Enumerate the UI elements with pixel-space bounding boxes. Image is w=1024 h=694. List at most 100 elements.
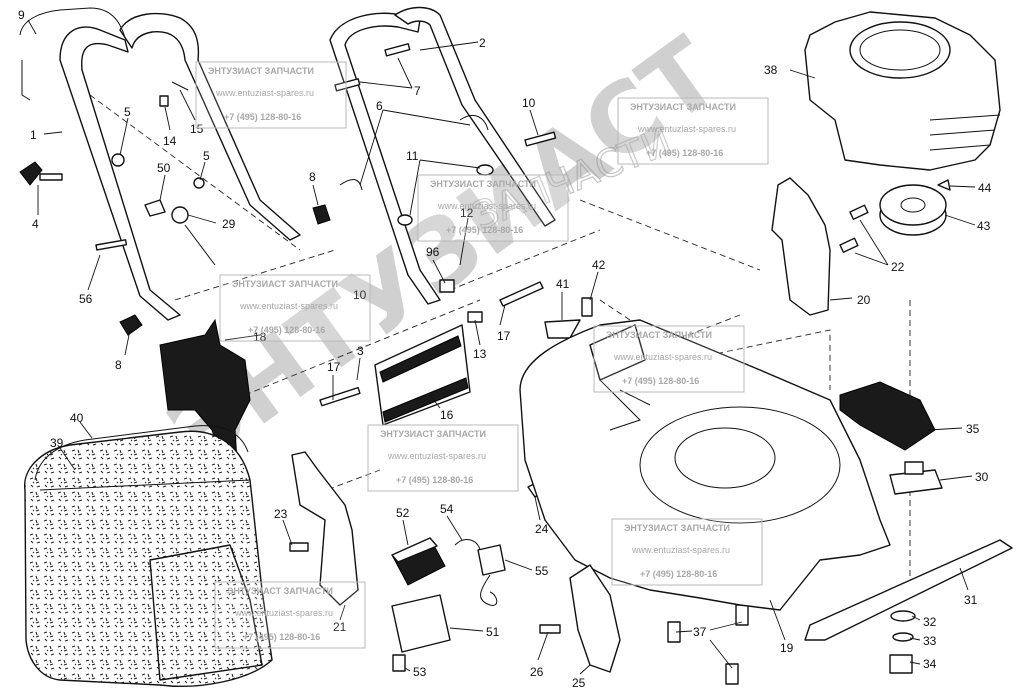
- watermark-phone: +7 (495) 128-80-16: [224, 112, 301, 122]
- watermark-phone: +7 (495) 128-80-16: [446, 225, 523, 235]
- callout-14: 14: [163, 134, 177, 148]
- callout-33: 33: [923, 634, 937, 648]
- callout-23: 23: [274, 507, 288, 521]
- callout-10: 10: [522, 96, 536, 110]
- watermark-stamp: ЭНТУЗИАСТ ЗАПЧАСТИ www.entuziast-spares.…: [367, 424, 519, 492]
- callout-24: 24: [535, 522, 549, 536]
- watermark-phone: +7 (495) 128-80-16: [248, 325, 325, 335]
- callout-7: 7: [414, 84, 421, 98]
- callout-54: 54: [440, 502, 454, 516]
- callout-51: 51: [486, 625, 500, 639]
- watermark-name: ЭНТУЗИАСТ ЗАПЧАСТИ: [430, 179, 536, 189]
- mulch-plug: [569, 564, 621, 673]
- callout-56: 56: [79, 292, 93, 306]
- watermark-stamp: ЭНТУЗИАСТ ЗАПЧАСТИ www.entuziast-spares.…: [617, 97, 769, 165]
- callout-53: 53: [413, 665, 427, 679]
- blade-adapter-shroud: [839, 381, 936, 451]
- watermark-stamp: ЭНТУЗИАСТ ЗАПЧАСТИ www.entuziast-spares.…: [417, 174, 569, 242]
- callout-11: 11: [406, 149, 419, 163]
- callout-39: 39: [50, 436, 64, 450]
- callout-40: 40: [70, 411, 84, 425]
- callout-15: 15: [190, 122, 204, 136]
- callout-17b: 17: [327, 360, 341, 374]
- lower-handle: [19, 7, 301, 321]
- engine: [804, 11, 1001, 171]
- callout-50: 50: [157, 161, 171, 175]
- callout-38: 38: [764, 63, 778, 77]
- callout-3: 3: [357, 344, 364, 358]
- watermark-name: ЭНТУЗИАСТ ЗАПЧАСТИ: [630, 102, 736, 112]
- watermark-stamp: ЭНТУЗИАСТ ЗАПЧАСТИ www.entuziast-spares.…: [214, 581, 366, 649]
- rear-door: [374, 324, 471, 426]
- watermark-url: www.entuziast-spares.ru: [215, 88, 314, 98]
- leader-lines: [27, 19, 976, 675]
- callout-5b: 5: [203, 149, 210, 163]
- watermark-url: www.entuziast-spares.ru: [234, 608, 333, 618]
- callout-13: 13: [473, 347, 487, 361]
- callout-52: 52: [396, 506, 410, 520]
- callout-16: 16: [440, 408, 454, 422]
- callout-6: 6: [376, 99, 383, 113]
- watermark-name: ЭНТУЗИАСТ ЗАПЧАСТИ: [606, 330, 712, 340]
- rear-flap: [159, 318, 251, 481]
- left-height-bracket: [291, 451, 359, 606]
- watermark-name: ЭНТУЗИАСТ ЗАПЧАСТИ: [380, 429, 486, 439]
- watermark-url: www.entuziast-spares.ru: [631, 545, 730, 555]
- watermark-name: ЭНТУЗИАСТ ЗАПЧАСТИ: [232, 279, 338, 289]
- watermark-url: www.entuziast-spares.ru: [239, 301, 338, 311]
- callout-9: 9: [18, 8, 25, 22]
- watermark-phone: +7 (495) 128-80-16: [646, 148, 723, 158]
- callout-26: 26: [530, 665, 544, 679]
- callout-22: 22: [891, 260, 905, 274]
- callout-10b: 10: [353, 288, 367, 302]
- callout-21: 21: [333, 620, 347, 634]
- watermark-phone: +7 (495) 128-80-16: [622, 376, 699, 386]
- watermark-name: ЭНТУЗИАСТ ЗАПЧАСТИ: [624, 523, 730, 533]
- blade-adapter: [889, 461, 943, 495]
- callout-8: 8: [309, 170, 316, 184]
- watermark-phone: +7 (495) 128-80-16: [640, 569, 717, 579]
- callout-29: 29: [222, 217, 236, 231]
- callout-1: 1: [30, 128, 37, 142]
- battery-group: [391, 537, 506, 653]
- callout-96: 96: [426, 245, 440, 259]
- watermark-stamp: ЭНТУЗИАСТ ЗАПЧАСТИ www.entuziast-spares.…: [195, 61, 347, 129]
- callout-2: 2: [479, 36, 486, 50]
- callout-55: 55: [535, 564, 549, 578]
- upper-handle: [329, 6, 556, 305]
- callout-34: 34: [923, 657, 937, 671]
- watermark-stamp: ЭНТУЗИАСТ ЗАПЧАСТИ www.entuziast-spares.…: [219, 274, 371, 342]
- callout-12: 12: [460, 206, 474, 220]
- callout-30: 30: [975, 470, 989, 484]
- callout-35: 35: [966, 422, 980, 436]
- shop-watermarks: ЭНТУЗИАСТ ЗАПЧАСТИ www.entuziast-spares.…: [195, 61, 769, 649]
- watermark-phone: +7 (495) 128-80-16: [243, 632, 320, 642]
- watermark-stamp: ЭНТУЗИАСТ ЗАПЧАСТИ www.entuziast-spares.…: [593, 325, 745, 393]
- watermark-stamp: ЭНТУЗИАСТ ЗАПЧАСТИ www.entuziast-spares.…: [611, 518, 763, 586]
- callout-43: 43: [977, 219, 991, 233]
- grass-bag: [24, 425, 273, 687]
- callout-20: 20: [857, 293, 871, 307]
- pulley: [879, 184, 947, 236]
- callout-5: 5: [124, 105, 131, 119]
- callout-41: 41: [556, 277, 570, 291]
- watermark-url: www.entuziast-spares.ru: [637, 124, 736, 134]
- watermark-name: ЭНТУЗИАСТ ЗАПЧАСТИ: [227, 586, 333, 596]
- callout-19: 19: [780, 641, 794, 655]
- callout-32: 32: [923, 615, 937, 629]
- callout-4: 4: [32, 217, 39, 231]
- right-height-bracket: [771, 177, 831, 316]
- blade-bolt-set: [889, 610, 916, 674]
- watermark-phone: +7 (495) 128-80-16: [396, 475, 473, 485]
- callout-42: 42: [592, 258, 606, 272]
- callout-37: 37: [693, 625, 707, 639]
- watermark-url: www.entuziast-spares.ru: [387, 451, 486, 461]
- callout-17: 17: [497, 329, 511, 343]
- callout-8b: 8: [115, 358, 122, 372]
- callout-25: 25: [572, 676, 586, 690]
- callout-44: 44: [978, 181, 992, 195]
- watermark-url: www.entuziast-spares.ru: [437, 201, 536, 211]
- cutting-blade: [804, 539, 1013, 641]
- callout-31: 31: [964, 593, 978, 607]
